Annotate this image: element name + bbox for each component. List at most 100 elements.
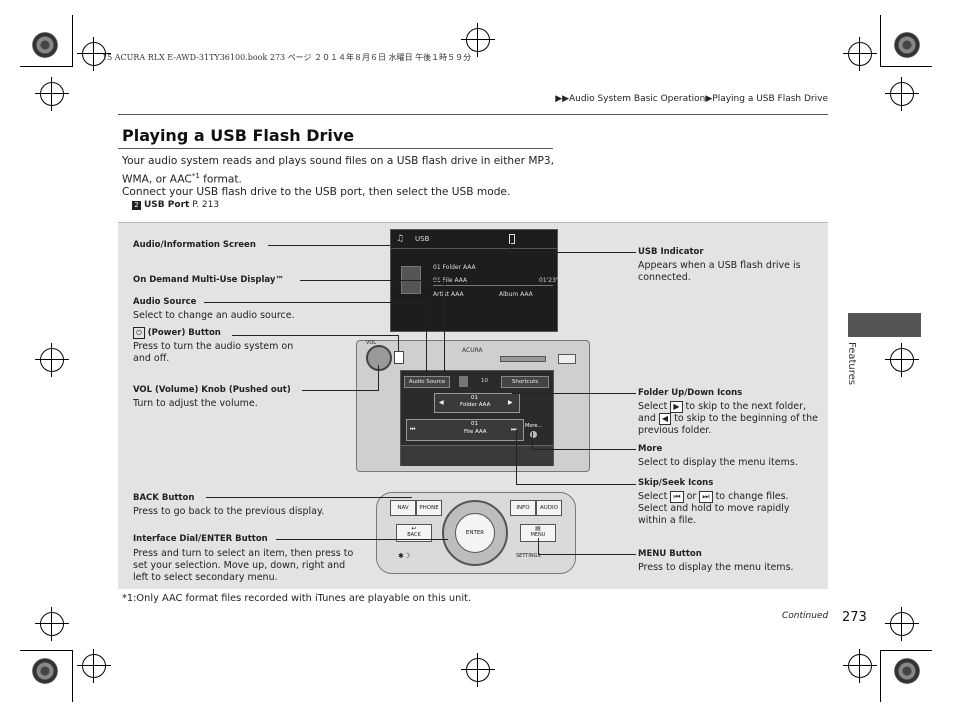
info-button[interactable]: INFO [510, 500, 536, 516]
callout-audio-source-title: Audio Source [133, 297, 197, 307]
leader-line [398, 335, 399, 351]
folder-box [434, 393, 520, 413]
folder-name: Folder AAA [460, 402, 491, 408]
back-icon: ↩ [411, 525, 417, 532]
leader-line [516, 484, 636, 485]
track-count: 10 [481, 378, 488, 384]
crosshair-mark [35, 77, 69, 111]
vol-knob[interactable] [366, 345, 392, 371]
on-demand-display: Audio Source 10 Shortcuts ◀ ▶ 01 Folder … [400, 370, 554, 466]
eject-button[interactable] [558, 354, 576, 364]
continued-label: Continued [782, 611, 829, 621]
callout-back-title: BACK Button [133, 493, 195, 503]
callout-folder-title: Folder Up/Down Icons [638, 388, 743, 398]
skip-back-icon: ⏮ [670, 491, 684, 503]
menu-button[interactable]: ▤ MENU [520, 524, 556, 542]
next-folder-icon[interactable]: ▶ [508, 399, 513, 406]
crop-line [880, 650, 881, 702]
callout-skip-title: Skip/Seek Icons [638, 478, 714, 488]
leader-line [538, 554, 636, 555]
crop-line [72, 15, 73, 67]
crop-line [880, 66, 932, 67]
registration-rosette-tr [894, 32, 920, 58]
leader-line [276, 539, 448, 540]
album-thumb-icon [459, 376, 468, 387]
folder-number: 01 [471, 395, 478, 401]
title-rule [118, 148, 553, 149]
intro-line-1: Your audio system reads and plays sound … [122, 155, 554, 167]
leader-line [510, 252, 636, 253]
brightness-icon[interactable]: ✱☽ [398, 552, 411, 560]
back-button[interactable]: ↩ BACK [396, 524, 432, 542]
vol-label: VOL [366, 340, 377, 346]
intro-paragraph: Your audio system reads and plays sound … [122, 154, 562, 188]
callout-usb-indicator-title: USB Indicator [638, 247, 704, 257]
crop-line [20, 66, 72, 67]
settings-button[interactable]: SETTINGS [516, 553, 541, 559]
callout-vol-desc: Turn to adjust the volume. [133, 398, 258, 409]
skip-back-icon[interactable]: ⏮ [410, 426, 416, 433]
registration-rosette-tl [32, 32, 58, 58]
callout-vol-title: VOL (Volume) Knob (Pushed out) [133, 385, 291, 395]
skip-forward-icon[interactable]: ⏭ [511, 426, 517, 433]
phone-button[interactable]: PHONE [416, 500, 442, 516]
leader-line [426, 302, 427, 375]
intro-line-2-pre: WMA, or AAC [122, 173, 192, 186]
section-tab[interactable] [848, 313, 921, 337]
crosshair-mark [885, 343, 919, 377]
callout-audio-info-screen: Audio/Information Screen [133, 240, 256, 250]
crosshair-mark [461, 653, 495, 687]
callout-power-desc: Press to turn the audio system on and of… [133, 341, 294, 364]
xref-page: P. 213 [192, 200, 220, 210]
callout-on-demand-display: On Demand Multi-Use Display™ [133, 275, 284, 285]
footnote: *1:Only AAC format files recorded with i… [122, 593, 472, 604]
nav-button[interactable]: NAV [390, 500, 416, 516]
audio-source-button[interactable]: Audio Source [404, 376, 450, 388]
artist-row: Artist AAA [433, 291, 464, 298]
callout-audio-source-desc: Select to change an audio source. [133, 310, 295, 321]
crosshair-mark [35, 343, 69, 377]
file-info: 15 ACURA RLX E-AWD-31TY36100.book 273 ペー… [102, 53, 472, 62]
next-folder-icon: ▶ [670, 401, 683, 413]
leader-line [378, 365, 379, 391]
callout-folder-desc: Select ▶ to skip to the next folder, and… [638, 401, 819, 436]
album-row: Album AAA [499, 291, 533, 298]
leader-line [532, 449, 636, 450]
callout-menu-desc: Press to display the menu items. [638, 562, 794, 573]
crosshair-mark [35, 607, 69, 641]
callout-menu-title: MENU Button [638, 549, 702, 559]
leader-line [300, 280, 444, 281]
leader-line [444, 280, 445, 372]
crosshair-mark [885, 77, 919, 111]
note-icon: ♫ [396, 234, 405, 244]
leader-line [512, 393, 636, 394]
bottom-shortcut-bar [401, 445, 553, 466]
crosshair-mark [77, 649, 111, 683]
crop-line [880, 650, 932, 651]
menu-icon: ▤ [535, 525, 541, 532]
prev-folder-icon[interactable]: ◀ [439, 399, 444, 406]
leader-line [532, 432, 533, 449]
audio-button[interactable]: AUDIO [536, 500, 562, 516]
enter-button[interactable]: ENTER [455, 513, 495, 553]
leader-line [516, 430, 517, 484]
screen-divider [391, 248, 557, 249]
more-icon[interactable] [530, 431, 537, 438]
callout-more-title: More [638, 444, 663, 454]
crop-line [20, 650, 72, 651]
folder-row: 01 Folder AAA [433, 264, 476, 271]
more-button[interactable]: More... [525, 423, 543, 429]
intro-line-2-post: format. [199, 173, 242, 186]
crosshair-mark [461, 23, 495, 57]
leader-line [268, 245, 390, 246]
leader-line [232, 335, 398, 336]
callout-skip-desc: Select ⏮ or ⏭ to change files. Select an… [638, 491, 790, 526]
breadcrumb[interactable]: ▶▶Audio System Basic Operation▶Playing a… [555, 94, 828, 104]
file-row: 01 File AAA [433, 277, 468, 284]
back-label: BACK [407, 532, 421, 538]
shortcuts-button[interactable]: Shortcuts [501, 376, 549, 388]
usb-port-slot [500, 356, 546, 362]
callout-dial-desc: Press and turn to select an item, then p… [133, 548, 354, 583]
power-button[interactable] [394, 351, 404, 364]
